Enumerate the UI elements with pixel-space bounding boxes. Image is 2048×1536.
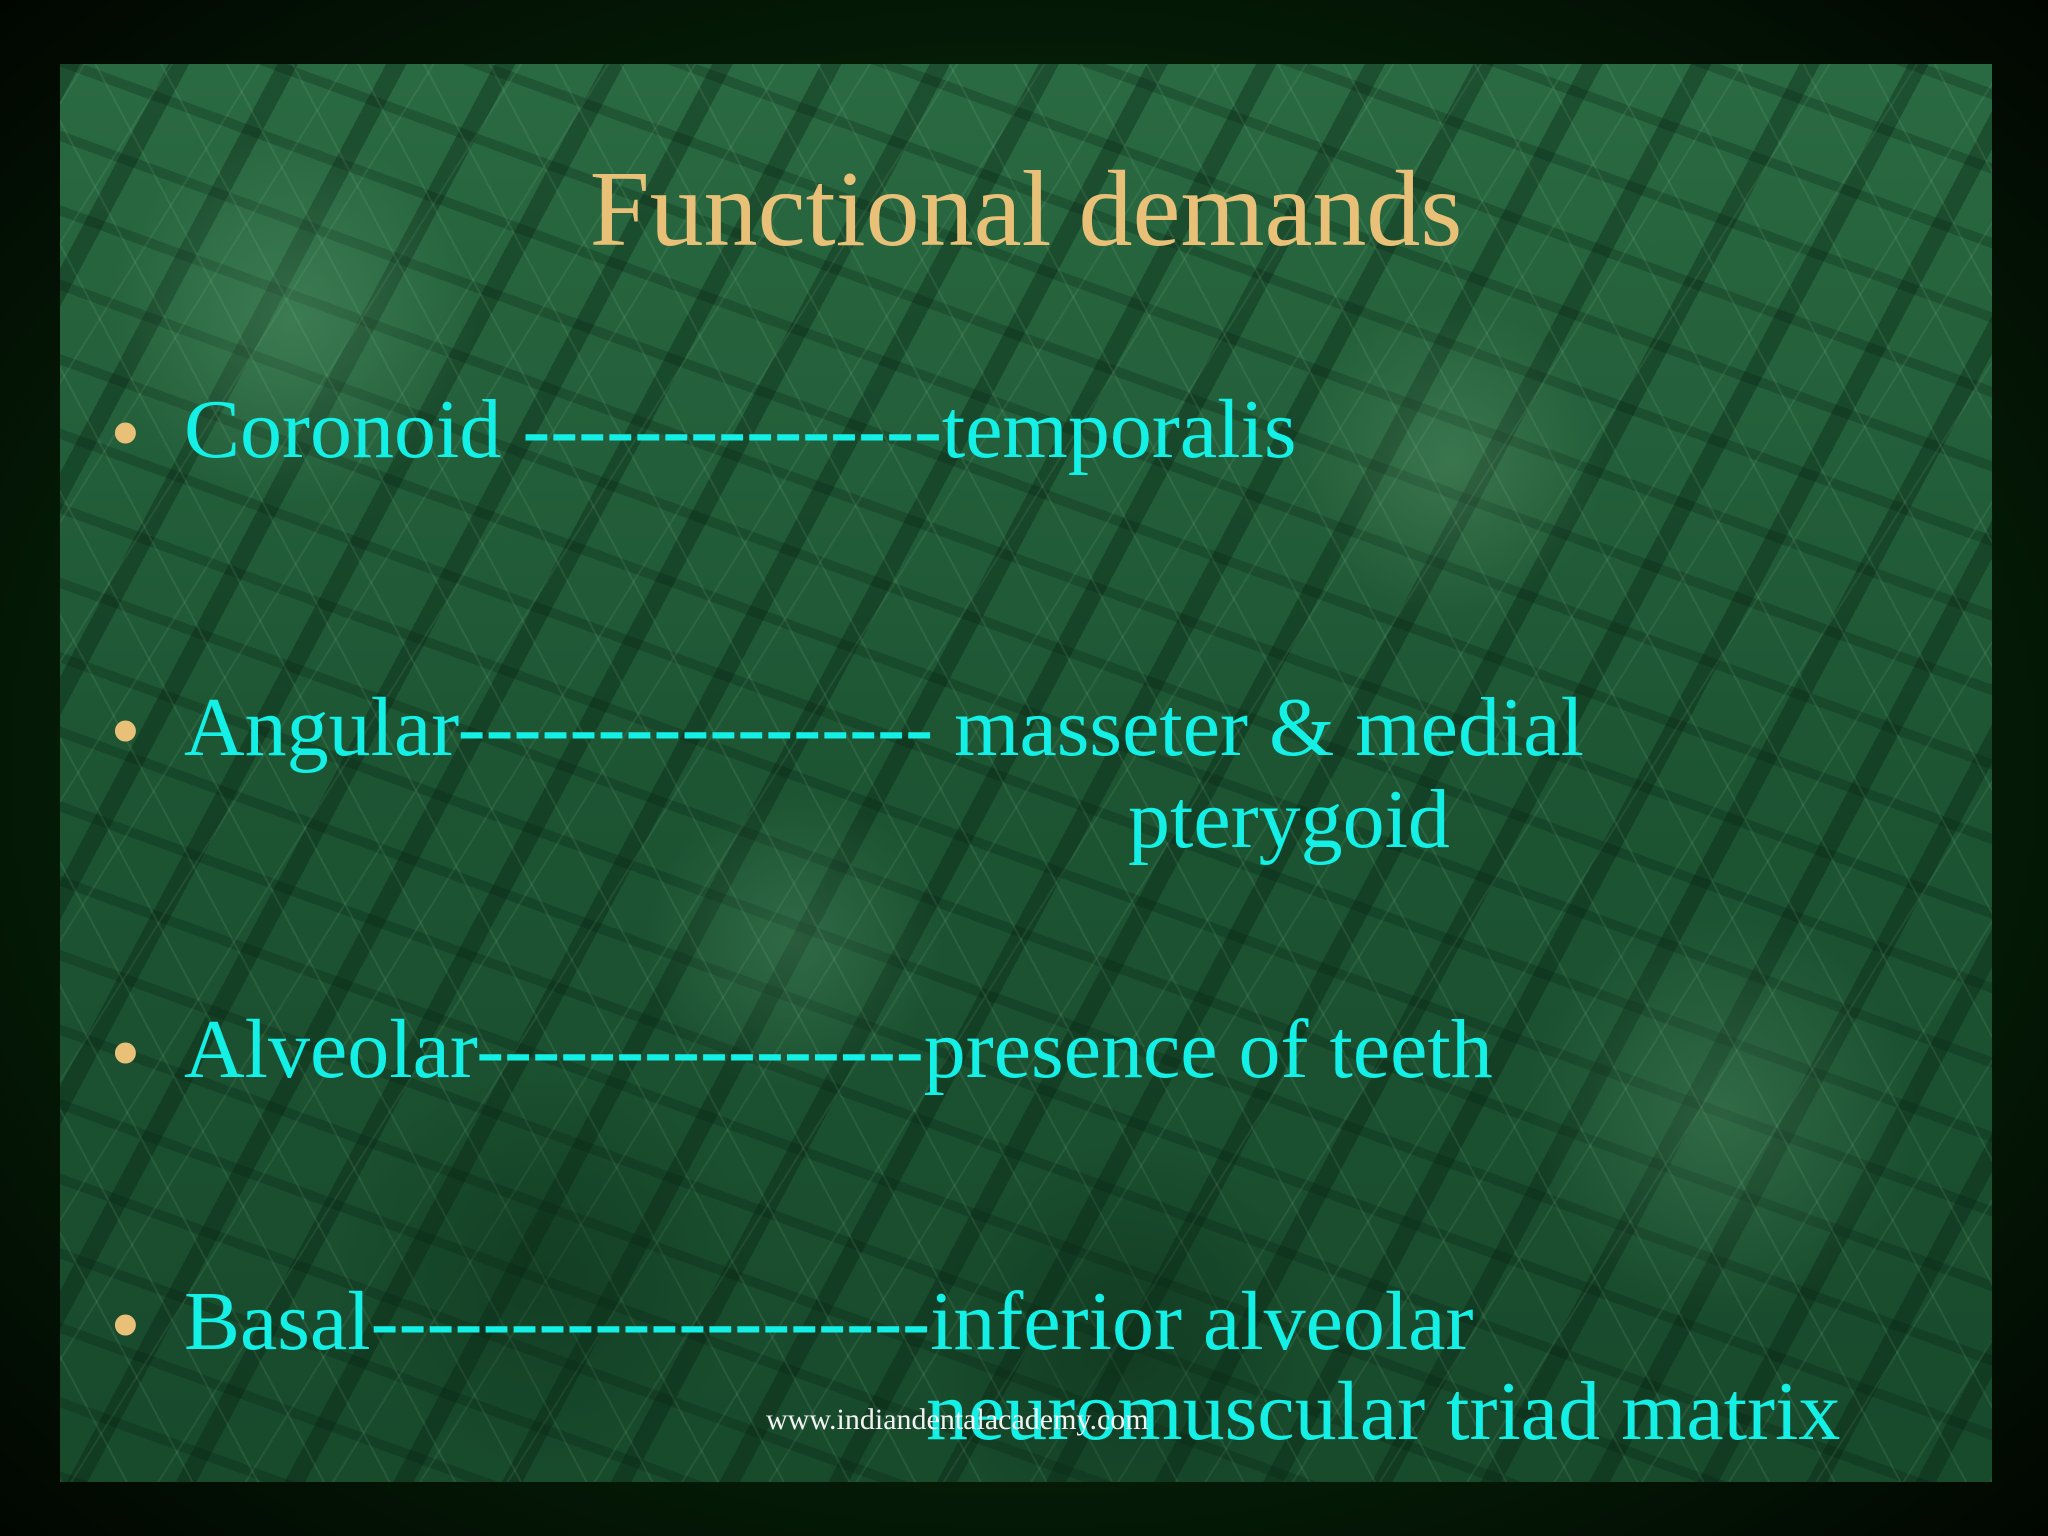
bullet-item-angular-continuation: pterygoid (1128, 773, 1450, 866)
bullet-dot-icon: • (110, 1005, 141, 1102)
slide-title: Functional demands (589, 150, 1463, 269)
bullet-item-angular: Angular----------------- masseter & medi… (184, 681, 1584, 774)
bullet-item-basal-continuation: neuromuscular triad matrix (926, 1365, 1841, 1458)
bullet-dot-icon: • (110, 683, 141, 780)
footer-watermark-url: www.indiandentalacademy.com (766, 1403, 1149, 1436)
bullet-dot-icon: • (110, 1277, 141, 1374)
bullet-item-alveolar: Alveolar----------------presence of teet… (184, 1003, 1493, 1096)
bullet-dot-icon: • (110, 385, 141, 482)
bullet-item-coronoid: Coronoid ---------------temporalis (184, 383, 1297, 476)
bullet-item-basal: Basal--------------------inferior alveol… (184, 1275, 1474, 1368)
slide: Functional demands • Coronoid ----------… (60, 64, 1992, 1482)
